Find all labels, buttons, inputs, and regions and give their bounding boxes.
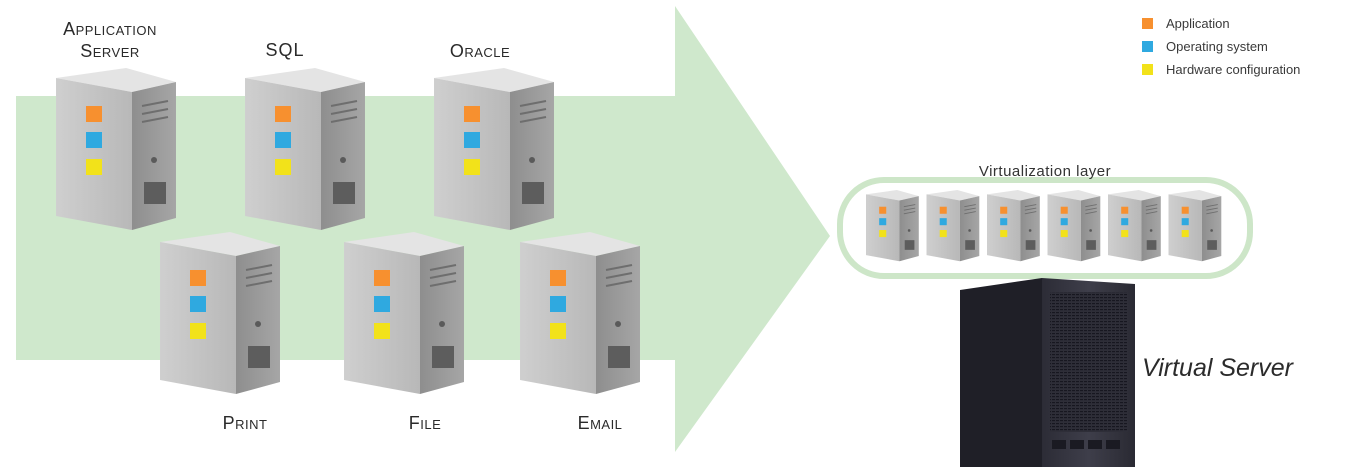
operating-system-marker (939, 218, 947, 226)
application-marker (275, 106, 291, 122)
hardware-marker (86, 159, 102, 175)
hardware-marker (1181, 230, 1189, 238)
virtual-server-label: Virtual Server (1142, 354, 1293, 382)
application-marker (1060, 206, 1068, 214)
operating-system-marker (550, 296, 566, 312)
operating-system-marker (1181, 218, 1189, 226)
server-label-oracle: Oracle (449, 41, 511, 61)
application-marker (939, 206, 947, 214)
hardware-marker (464, 159, 480, 175)
operating-system-marker (374, 296, 390, 312)
server-label-print: Print (222, 413, 268, 433)
operating-system-marker (190, 296, 206, 312)
legend-label: Application (1166, 16, 1230, 31)
virtual-machine (926, 190, 980, 262)
operating-system-marker (879, 218, 887, 226)
virtual-machine (1108, 190, 1161, 262)
virtual-server-machine (960, 278, 1135, 467)
virtual-machines (866, 190, 1222, 262)
physical-servers (56, 68, 640, 394)
physical-server-file (344, 232, 464, 394)
application-marker (550, 270, 566, 286)
application-marker (374, 270, 390, 286)
virtual-machine (1168, 190, 1222, 262)
hardware-marker (275, 159, 291, 175)
legend-swatch-operating-system (1142, 41, 1153, 52)
operating-system-marker (1060, 218, 1068, 226)
legend-label: Operating system (1166, 39, 1268, 54)
legend-item-hardware: Hardware configuration (1142, 58, 1300, 81)
physical-server-sql (245, 68, 365, 230)
virtual-machine (1047, 190, 1101, 262)
operating-system-marker (275, 132, 291, 148)
application-marker (86, 106, 102, 122)
application-marker (1000, 206, 1008, 214)
legend-item-operating-system: Operating system (1142, 35, 1300, 58)
server-label-file: File (408, 413, 442, 433)
server-label-email: Email (577, 413, 623, 433)
application-marker (464, 106, 480, 122)
operating-system-marker (464, 132, 480, 148)
legend-item-application: Application (1142, 12, 1300, 35)
virtualization-layer-outline (837, 177, 1253, 279)
server-label-application: Application Server (63, 19, 157, 61)
hardware-marker (374, 323, 390, 339)
hardware-marker (550, 323, 566, 339)
hardware-marker (1121, 230, 1129, 238)
hardware-marker (1060, 230, 1068, 238)
hardware-marker (879, 230, 887, 238)
hardware-marker (190, 323, 206, 339)
application-marker (190, 270, 206, 286)
operating-system-marker (1121, 218, 1129, 226)
hardware-marker (1000, 230, 1008, 238)
legend-swatch-application (1142, 18, 1153, 29)
legend: Application Operating system Hardware co… (1142, 12, 1300, 81)
operating-system-marker (1000, 218, 1008, 226)
application-marker (1121, 206, 1129, 214)
physical-server-application (56, 68, 176, 230)
legend-swatch-hardware (1142, 64, 1153, 75)
virtual-machine (987, 190, 1040, 262)
operating-system-marker (86, 132, 102, 148)
hardware-marker (939, 230, 947, 238)
application-marker (1181, 206, 1189, 214)
application-marker (879, 206, 887, 214)
virtual-machine (866, 190, 919, 262)
virtualization-layer-label: Virtualization layer (978, 163, 1112, 180)
legend-label: Hardware configuration (1166, 62, 1301, 77)
physical-server-email (520, 232, 640, 394)
physical-server-oracle (434, 68, 554, 230)
physical-server-print (160, 232, 280, 394)
server-label-sql: SQL (265, 40, 305, 60)
